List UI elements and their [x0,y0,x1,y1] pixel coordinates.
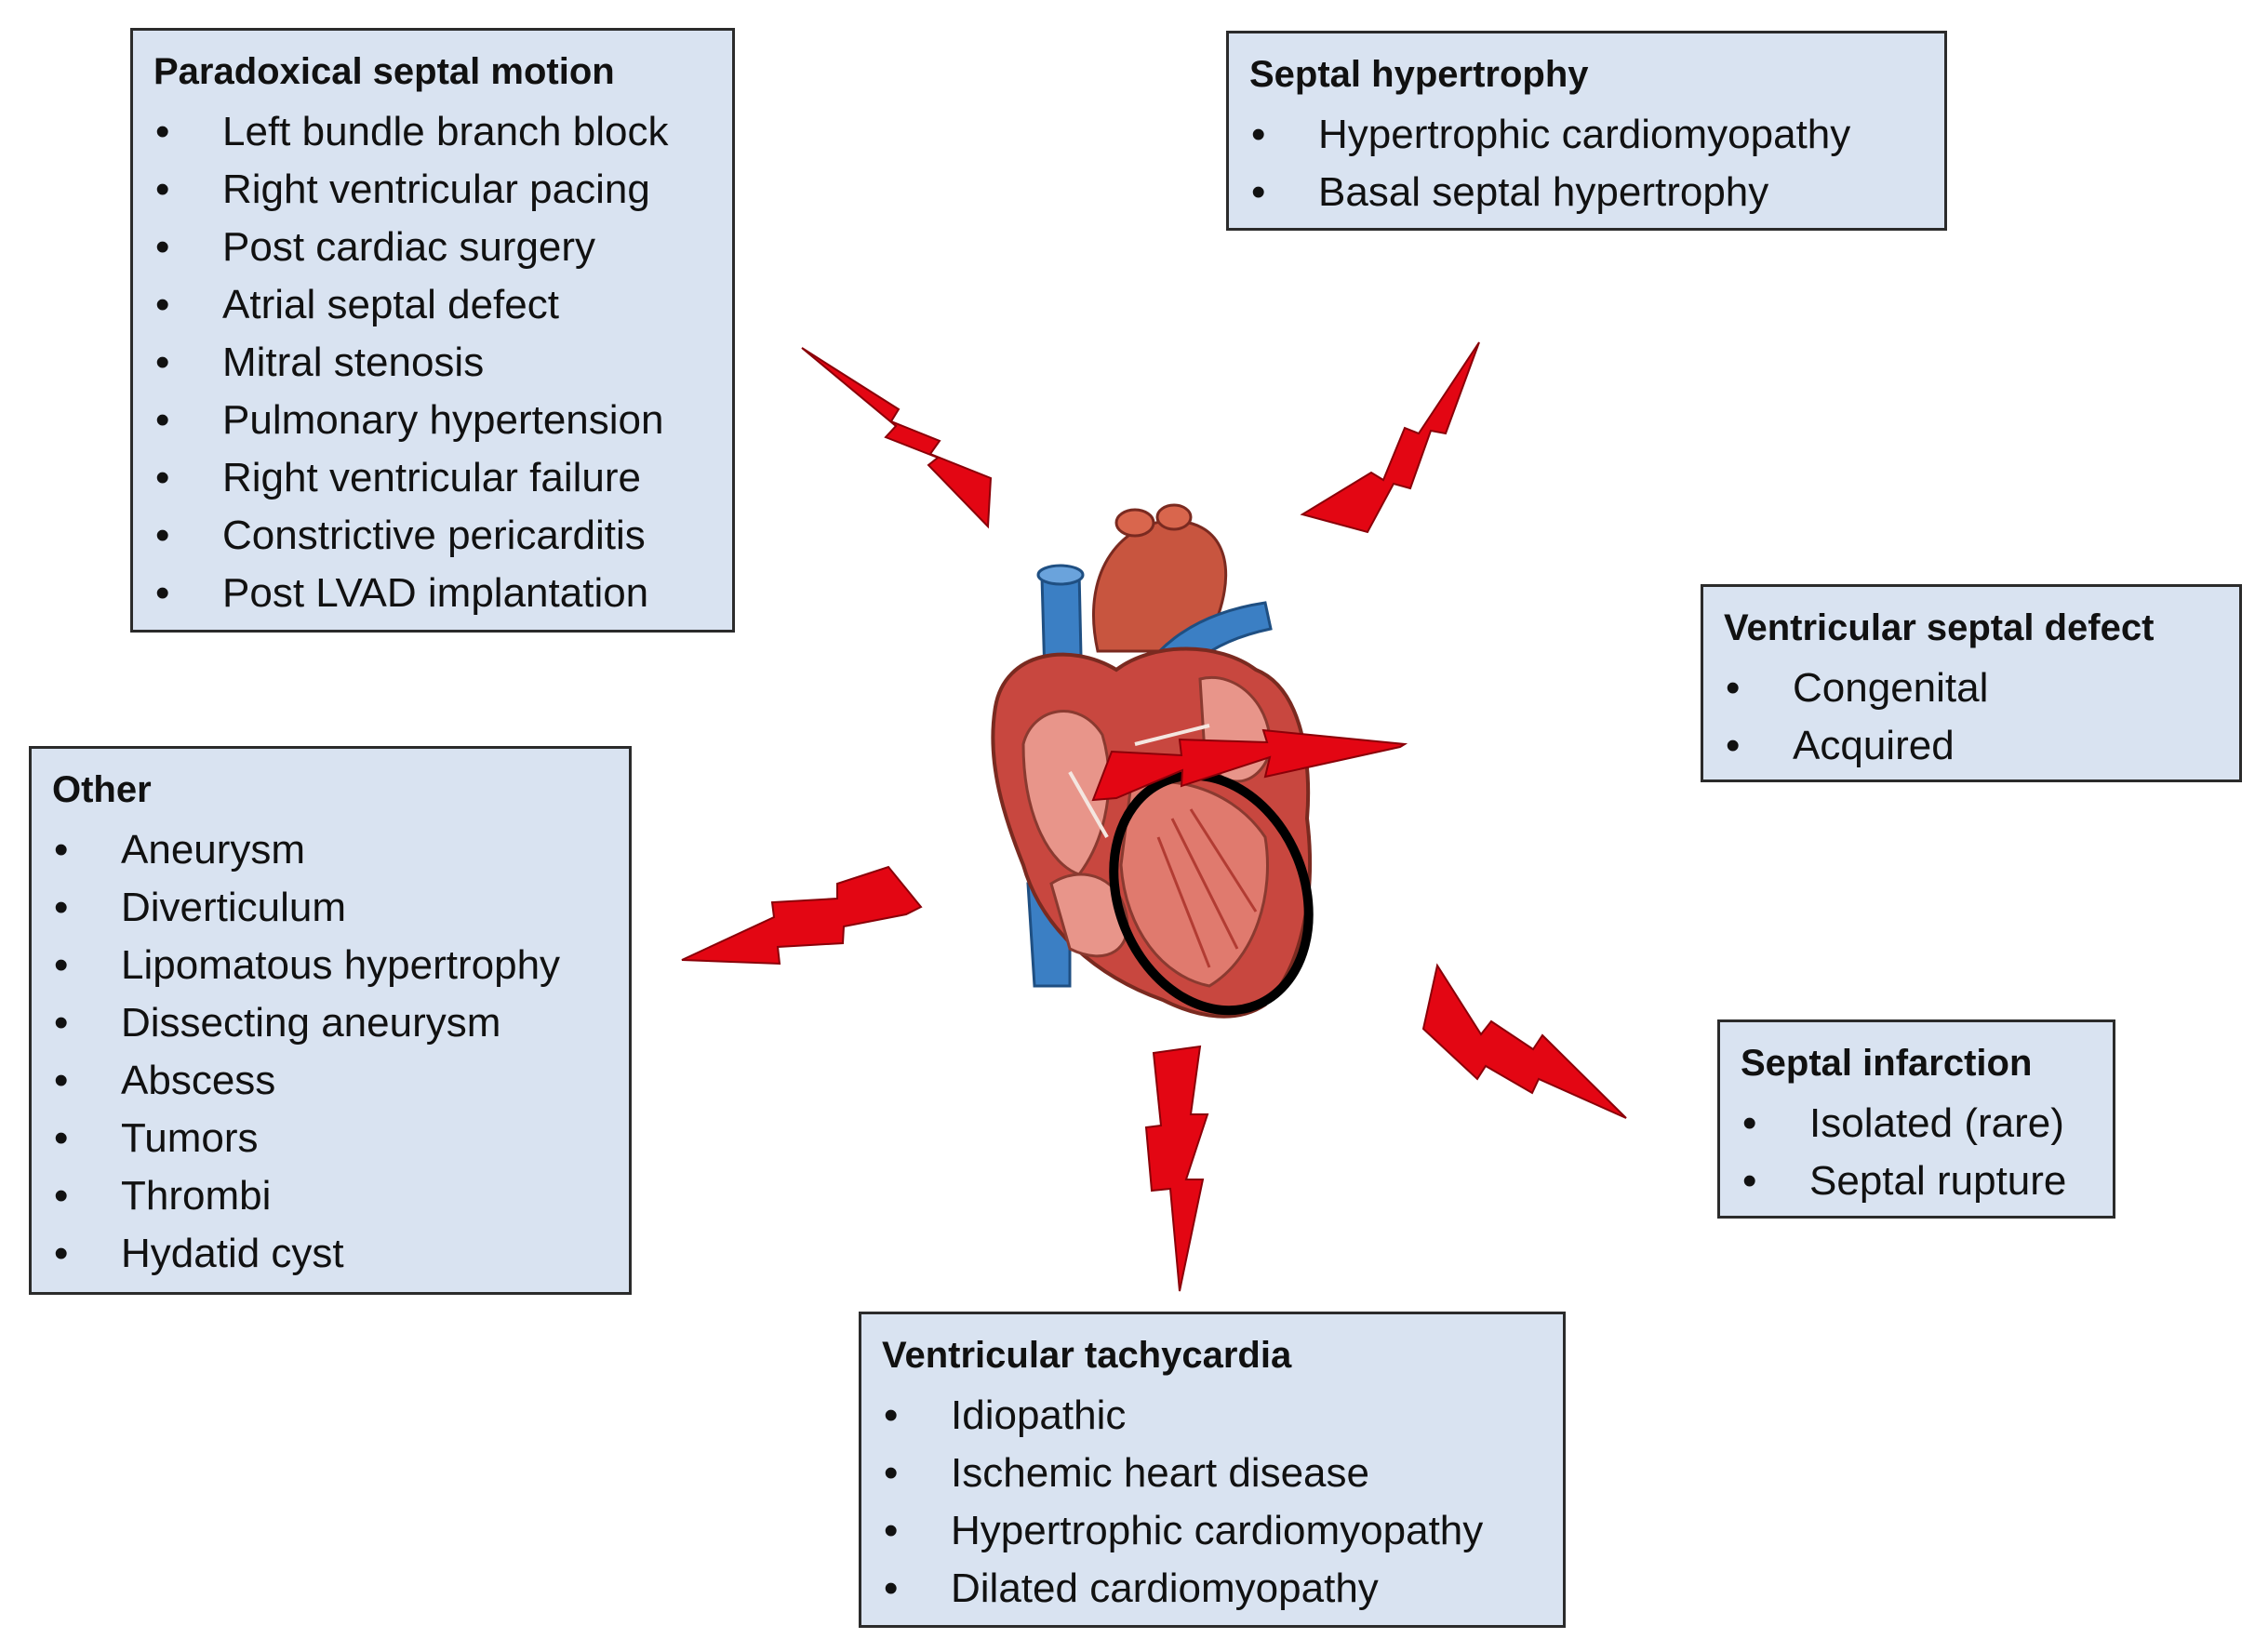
box-ventricular-septal-defect: Ventricular septal defect Congenital Acq… [1701,584,2242,782]
list-item: Pulmonary hypertension [153,392,712,449]
box-septal-infarction: Septal infarction Isolated (rare) Septal… [1717,1019,2115,1219]
list-item: Acquired [1724,717,2219,775]
lightning-bolt-icon [1091,728,1408,802]
list-item: Thrombi [52,1167,608,1225]
list-item: Dissecting aneurysm [52,994,608,1052]
item-list: Isolated (rare) Septal rupture [1741,1095,2092,1210]
lightning-bolt-icon [1421,963,1627,1119]
list-item: Hypertrophic cardiomyopathy [1249,106,1924,164]
heart-illustration-icon [991,503,1314,1019]
box-ventricular-tachycardia: Ventricular tachycardia Idiopathic Ische… [859,1312,1566,1628]
item-list: Aneurysm Diverticulum Lipomatous hypertr… [52,821,608,1283]
box-title: Septal hypertrophy [1249,54,1589,95]
list-item: Tumors [52,1110,608,1167]
list-item: Isolated (rare) [1741,1095,2092,1152]
list-item: Congenital [1724,659,2219,717]
list-item: Septal rupture [1741,1152,2092,1210]
list-item: Right ventricular failure [153,449,712,507]
list-item: Dilated cardiomyopathy [882,1560,1542,1618]
list-item: Mitral stenosis [153,334,712,392]
item-list: Left bundle branch block Right ventricul… [153,103,712,622]
box-title: Paradoxical septal motion [153,51,615,92]
list-item: Left bundle branch block [153,103,712,161]
box-title: Ventricular tachycardia [882,1335,1292,1376]
septum-circle-icon [1109,770,1314,1016]
box-other: Other Aneurysm Diverticulum Lipomatous h… [29,746,632,1295]
list-item: Abscess [52,1052,608,1110]
box-title: Ventricular septal defect [1724,607,2155,648]
list-item: Diverticulum [52,879,608,937]
lightning-bolt-icon [1144,1045,1209,1292]
list-item: Ischemic heart disease [882,1445,1542,1502]
list-item: Post LVAD implantation [153,565,712,622]
list-item: Aneurysm [52,821,608,879]
list-item: Basal septal hypertrophy [1249,164,1924,221]
item-list: Idiopathic Ischemic heart disease Hypert… [882,1387,1542,1618]
list-item: Hydatid cyst [52,1225,608,1283]
box-septal-hypertrophy: Septal hypertrophy Hypertrophic cardiomy… [1226,31,1947,231]
list-item: Atrial septal defect [153,276,712,334]
list-item: Hypertrophic cardiomyopathy [882,1502,1542,1560]
list-item: Lipomatous hypertrophy [52,937,608,994]
box-title: Septal infarction [1741,1043,2033,1084]
list-item: Idiopathic [882,1387,1542,1445]
box-title: Other [52,769,152,810]
item-list: Congenital Acquired [1724,659,2219,775]
list-item: Right ventricular pacing [153,161,712,219]
list-item: Constrictive pericarditis [153,507,712,565]
lightning-bolt-icon [681,865,923,966]
box-paradoxical-septal-motion: Paradoxical septal motion Left bundle br… [130,28,735,633]
lightning-bolt-icon [801,347,993,529]
list-item: Post cardiac surgery [153,219,712,276]
item-list: Hypertrophic cardiomyopathy Basal septal… [1249,106,1924,221]
lightning-bolt-icon [1300,341,1480,534]
